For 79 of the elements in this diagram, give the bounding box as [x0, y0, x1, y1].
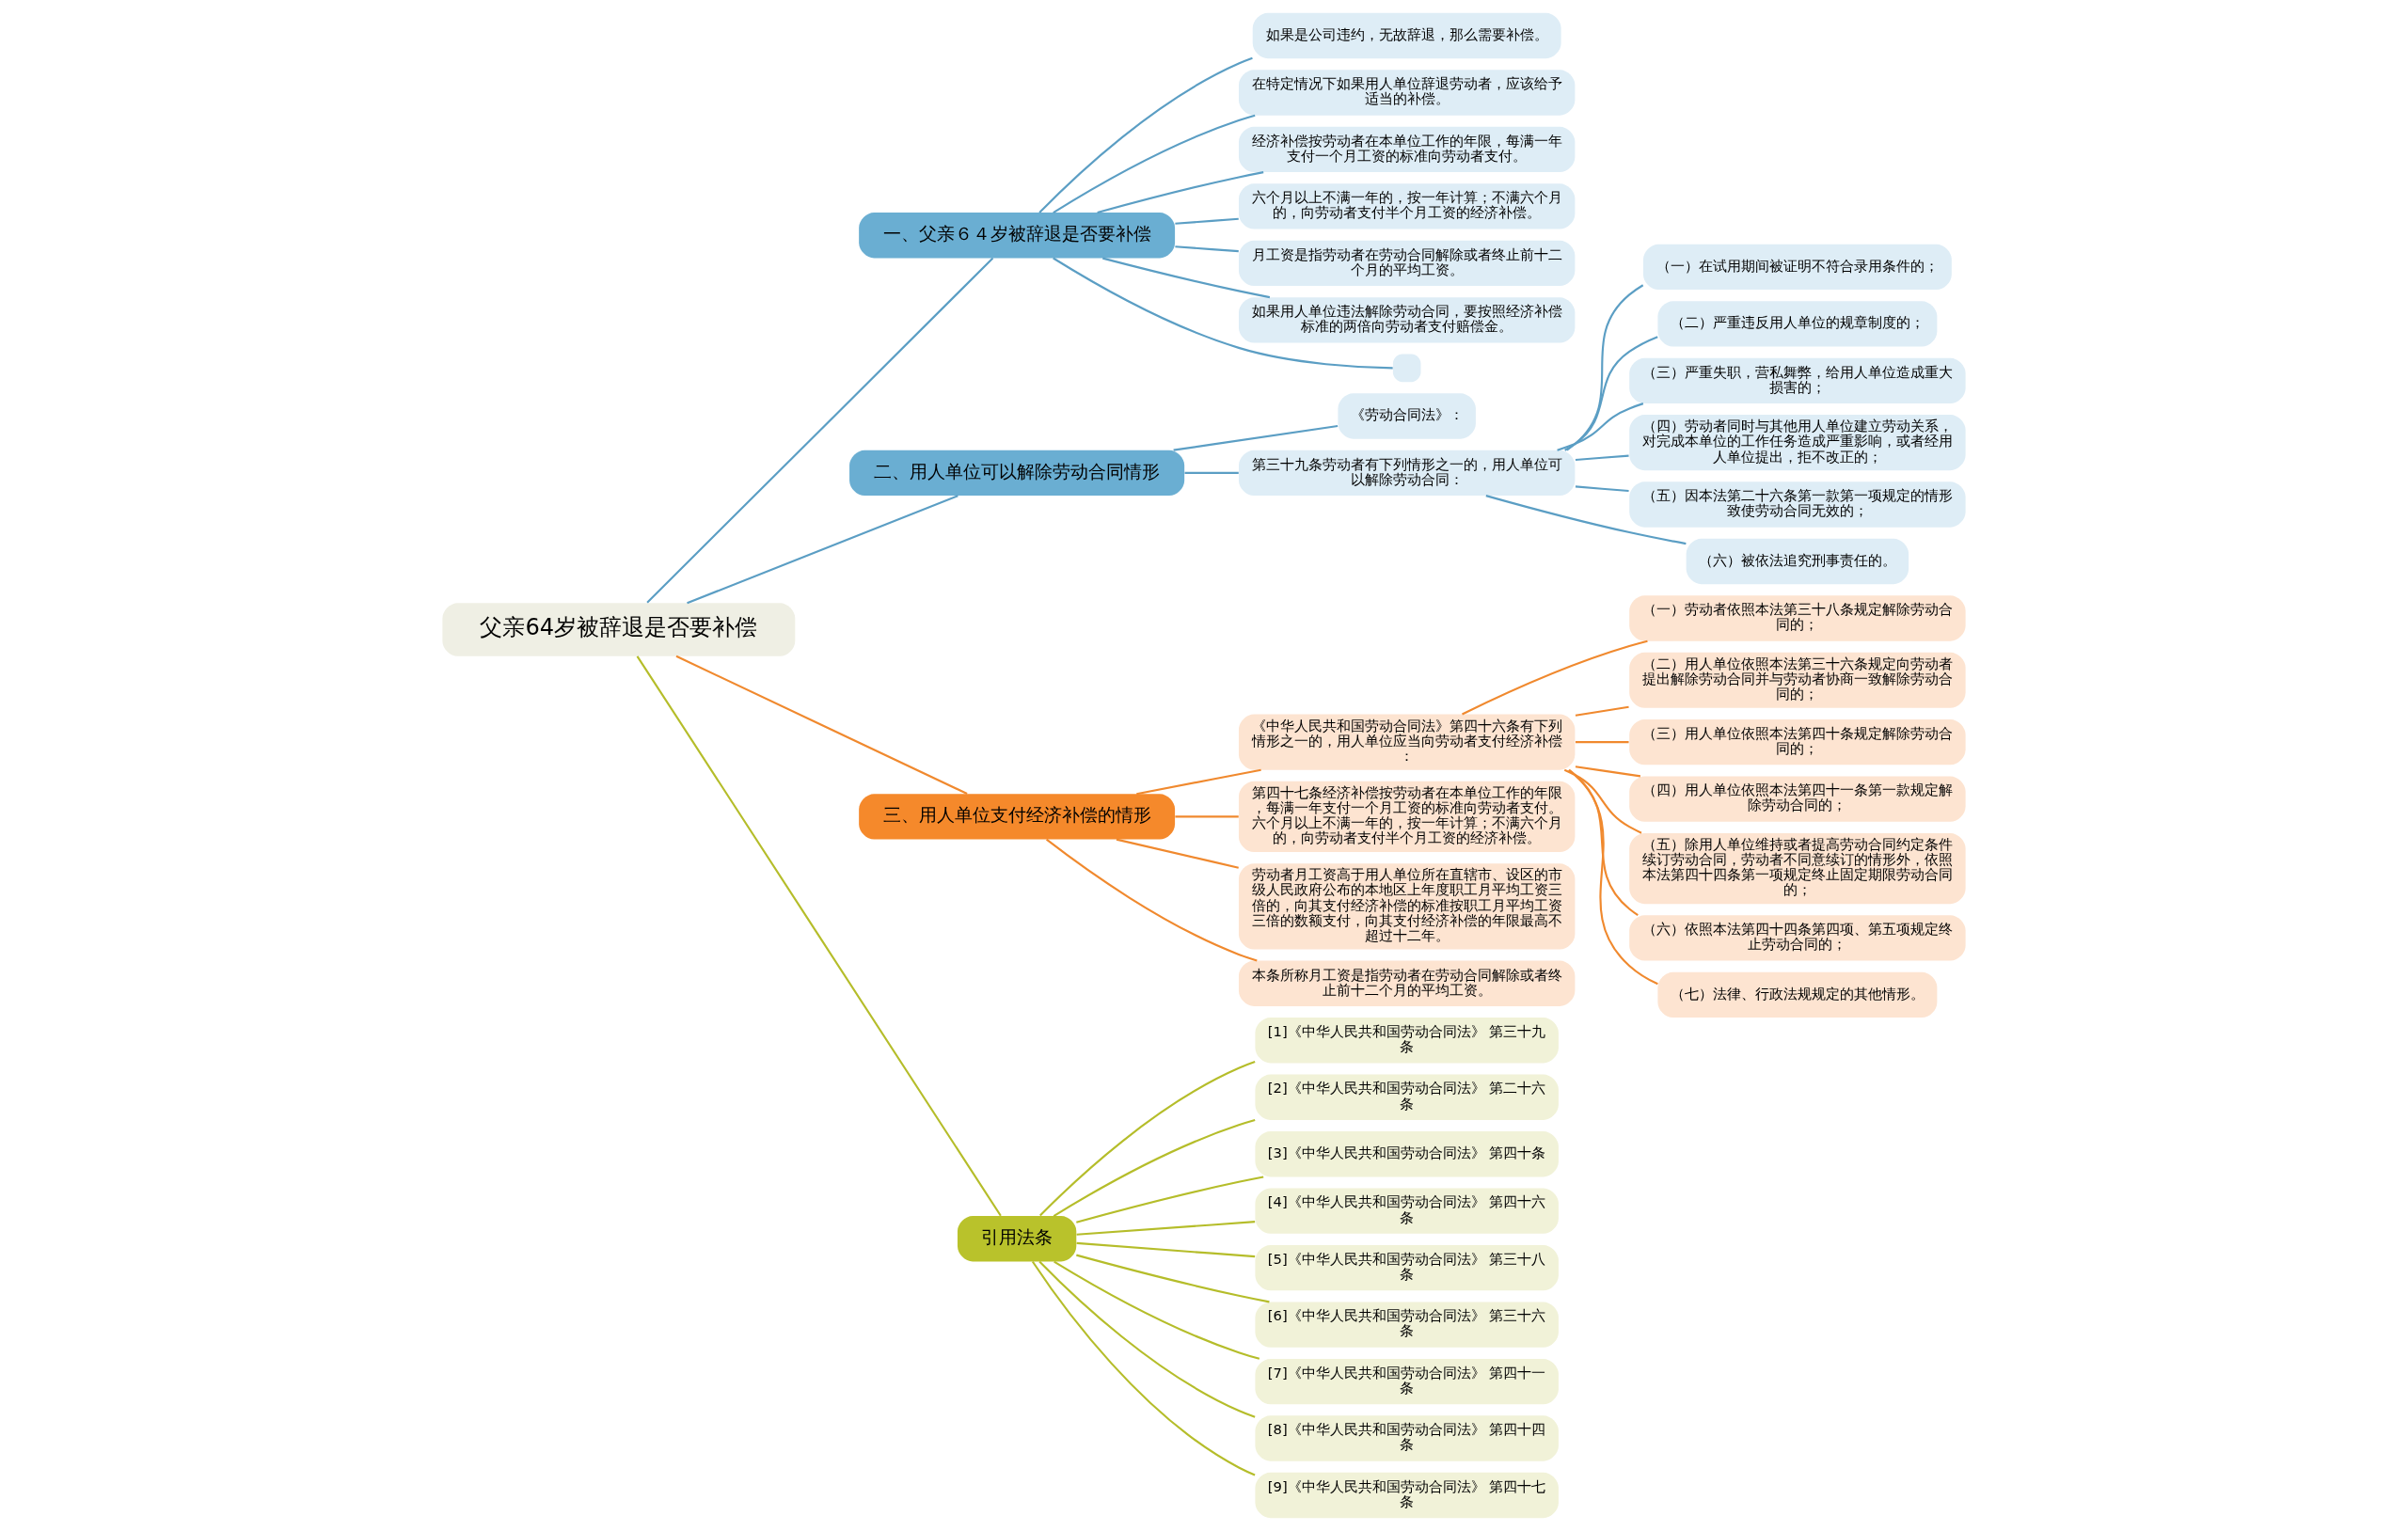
connector: [1116, 838, 1239, 869]
node-box: （二）用人单位依照本法第三十六条规定向劳动者提出解除劳动合同并与劳动者协商一致解除劳动合同的；: [1629, 652, 1966, 708]
connector: [1175, 245, 1239, 253]
node-box: 月工资是指劳动者在劳动合同解除或者终止前十二个月的平均工资。: [1238, 240, 1576, 287]
connector: [1568, 769, 1639, 917]
node-box: 经济补偿按劳动者在本单位工作的年限，每满一年支付一个月工资的标准向劳动者支付。: [1238, 126, 1576, 173]
connector: [1046, 838, 1258, 962]
node-box: （五）除用人单位维持或者提高劳动合同约定条件续订劳动合同，劳动者不同意续订的情形外，依照本法第四十四条第一项规定终止固定期限劳动合同的；: [1629, 832, 1966, 905]
node-box: 三、用人单位支付经济补偿的情形: [859, 794, 1176, 840]
connector: [1568, 769, 1658, 986]
node-box: （一）在试用期间被证明不符合录用条件的；: [1642, 244, 1952, 291]
connector: [1053, 1119, 1256, 1217]
connector: [1053, 114, 1256, 213]
node-box: 如果是公司违约，无故辞退，那么需要补偿。: [1252, 12, 1561, 59]
connector: [1575, 705, 1629, 717]
node-box: （三）严重失职，营私舞弊，给用人单位造成重大损害的；: [1629, 357, 1966, 403]
connector: [1184, 471, 1239, 474]
node-box: 在特定情况下如果用人单位辞退劳动者，应该给予适当的补偿。: [1238, 70, 1576, 116]
node-box: （四）用人单位依照本法第四十一条第一款规定解除劳动合同的；: [1629, 776, 1966, 822]
connector: [1575, 485, 1629, 493]
node-box: 《劳动合同法》：: [1338, 393, 1476, 439]
connector: [1175, 815, 1239, 818]
node-box: （六）依照本法第四十四条第四项、第五项规定终止劳动合同的；: [1629, 915, 1966, 961]
node-box: [1]《中华人民共和国劳动合同法》 第三十九条: [1255, 1018, 1559, 1064]
connector: [636, 655, 1002, 1217]
connector: [1076, 1254, 1270, 1303]
connector: [1136, 768, 1261, 796]
node-box: [9]《中华人民共和国劳动合同法》 第四十七条: [1255, 1472, 1559, 1519]
connector: [1173, 425, 1339, 451]
node-box: （三）用人单位依照本法第四十条规定解除劳动合同的；: [1629, 718, 1966, 766]
connector: [1038, 1260, 1256, 1418]
node-box: （四）劳动者同时与其他用人单位建立劳动关系，对完成本单位的工作任务造成严重影响，或者经用人单位提出，拒不改正的；: [1629, 415, 1966, 471]
connector: [1031, 1260, 1256, 1476]
connector: [1566, 284, 1644, 451]
connector: [1076, 1176, 1264, 1223]
connector: [1557, 402, 1644, 451]
node-box: 引用法条: [957, 1216, 1077, 1262]
node-box: （五）因本法第二十六条第一款第一项规定的情形致使劳动合同无效的；: [1629, 481, 1966, 528]
connector: [1076, 1221, 1256, 1236]
connector: [1102, 257, 1271, 299]
node-box: 《中华人民共和国劳动合同法》第四十六条有下列情形之一的，用人单位应当向劳动者支付经济补偿：: [1238, 714, 1576, 770]
connector: [1097, 171, 1264, 214]
node-box: [2]《中华人民共和国劳动合同法》 第二十六条: [1255, 1074, 1559, 1120]
node-box: [8]《中华人民共和国劳动合同法》 第四十四条: [1255, 1415, 1559, 1461]
connector: [1462, 639, 1648, 716]
node-box: 第四十七条经济补偿按劳动者在本单位工作的年限，每满一年支付一个月工资的标准向劳动者支付。六个月以上不满一年的，按一年计算；不满六个月的，向劳动者支付半个月工资的经济补偿。: [1238, 781, 1576, 853]
node-box: 如果用人单位违法解除劳动合同，要按照经济补偿标准的两倍向劳动者支付赔偿金。: [1238, 297, 1576, 343]
connector: [1054, 1260, 1260, 1360]
node-box: （六）被依法追究刑事责任的。: [1686, 538, 1909, 585]
node-box: [4]《中华人民共和国劳动合同法》 第四十六条: [1255, 1188, 1559, 1234]
node-box: [3]《中华人民共和国劳动合同法》 第四十条: [1255, 1131, 1559, 1177]
connector: [1575, 454, 1629, 462]
node-box: 本条所称月工资是指劳动者在劳动合同解除或者终止前十二个月的平均工资。: [1238, 960, 1576, 1006]
connector: [1076, 1241, 1256, 1258]
node-box: （一）劳动者依照本法第三十八条规定解除劳动合同的；: [1629, 595, 1966, 641]
node-box: 劳动者月工资高于用人单位所在直辖市、设区的市级人民政府公布的本地区上年度职工月平均工资三倍的，向其支付经济补偿的标准按职工月平均工资三倍的数额支付，向其支付经济补偿的年限最高不超过十二年。: [1238, 863, 1576, 950]
connector: [1175, 217, 1239, 225]
node-box: 一、父亲６４岁被辞退是否要补偿: [859, 213, 1176, 259]
node-box: 父亲64岁被辞退是否要补偿: [442, 603, 796, 656]
node-box: 六个月以上不满一年的，按一年计算；不满六个月的，向劳动者支付半个月工资的经济补偿。: [1238, 183, 1576, 229]
node-box: （二）严重违反用人单位的规章制度的；: [1657, 301, 1938, 347]
connector: [1575, 741, 1629, 744]
connector: [675, 655, 968, 795]
node-box: [5]《中华人民共和国劳动合同法》 第三十八条: [1255, 1244, 1559, 1291]
connector: [1038, 56, 1253, 213]
connector: [646, 257, 994, 604]
connector: [1485, 495, 1687, 545]
connector: [1575, 766, 1641, 778]
node-box: 二、用人单位可以解除劳动合同情形: [849, 450, 1185, 497]
node-box: （七）法律、行政法规规定的其他情形。: [1657, 971, 1938, 1018]
connector: [1039, 1061, 1256, 1217]
connector: [1563, 768, 1642, 834]
node-box: 第三十九条劳动者有下列情形之一的，用人单位可以解除劳动合同：: [1238, 450, 1576, 497]
connector: [687, 495, 958, 605]
connector: [1053, 257, 1393, 370]
node-box: [6]《中华人民共和国劳动合同法》 第三十六条: [1255, 1302, 1559, 1348]
node-box: [7]《中华人民共和国劳动合同法》 第四十一条: [1255, 1358, 1559, 1405]
connector: [1564, 336, 1658, 451]
node-box: [1392, 354, 1421, 383]
